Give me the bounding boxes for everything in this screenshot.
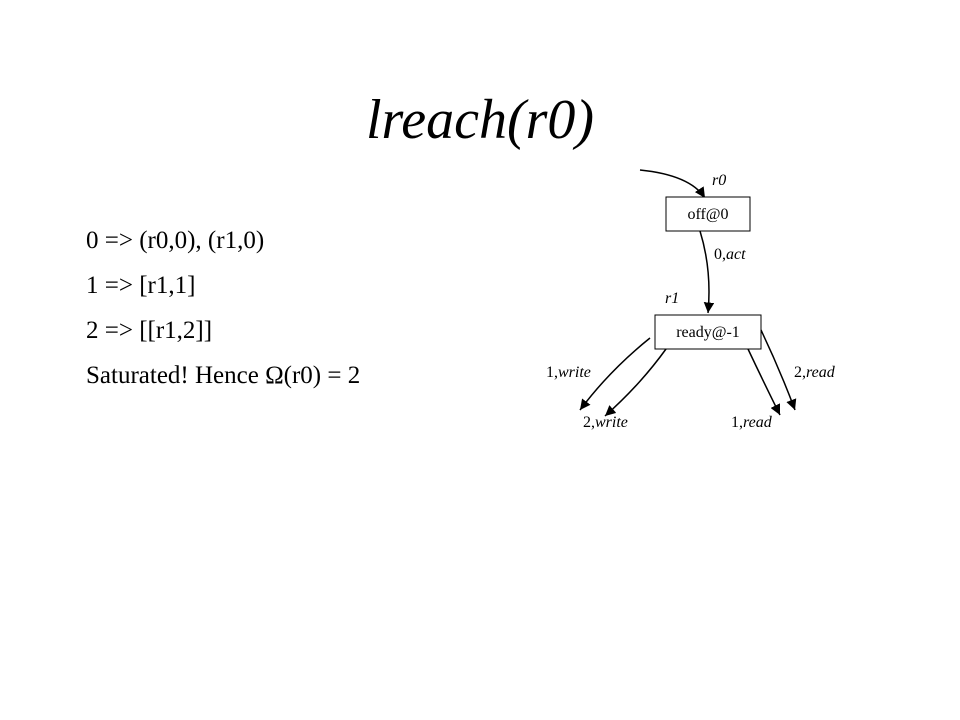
edge-write-outer [579, 337, 651, 411]
derivation-line-3: Saturated! Hence Ω(r0) = 2 [86, 362, 361, 389]
edge-write-inner-num: 2, [583, 414, 595, 431]
edge-read-inner [747, 348, 781, 416]
edge-read-outer [760, 329, 797, 411]
derivation-line-0: 0 => (r0,0), (r1,0) [86, 227, 265, 254]
node-r1-state: ready@-1 [676, 324, 740, 341]
edge-read-inner-label: 1,read [731, 414, 773, 431]
entry-arrow [639, 169, 706, 199]
edge-read-outer-label: 2,read [794, 364, 836, 381]
node-r1-box [654, 314, 762, 350]
edge-write-inner-label: 2,write [583, 414, 628, 431]
edge-act-label: 0,act [714, 246, 746, 263]
edge-write-outer-label: 1,write [546, 364, 591, 381]
edge-write-inner [604, 348, 667, 417]
edge-read-inner-action: read [743, 414, 773, 431]
edge-read-outer-action: read [806, 364, 836, 381]
edge-act-action: act [726, 246, 746, 263]
node-r1-name: r1 [665, 290, 679, 307]
node-r0-name: r0 [712, 172, 726, 189]
edge-read-outer-num: 2, [794, 364, 806, 381]
derivation-line-1: 1 => [r1,1] [86, 272, 196, 299]
edge-write-outer-num: 1, [546, 364, 558, 381]
derivation-line-2: 2 => [[r1,2]] [86, 317, 213, 344]
edge-act-num: 0, [714, 246, 726, 263]
slide-title: lreach(r0) [365, 89, 595, 151]
edge-write-outer-action: write [558, 364, 591, 381]
derivation-lines: 0 => (r0,0), (r1,0) 1 => [r1,1] 2 => [[r… [86, 218, 360, 398]
edge-act [699, 230, 715, 314]
edge-read-inner-num: 1, [731, 414, 743, 431]
node-r0-box [665, 196, 751, 232]
node-r0-state: off@0 [687, 206, 728, 223]
edge-write-inner-action: write [595, 414, 628, 431]
